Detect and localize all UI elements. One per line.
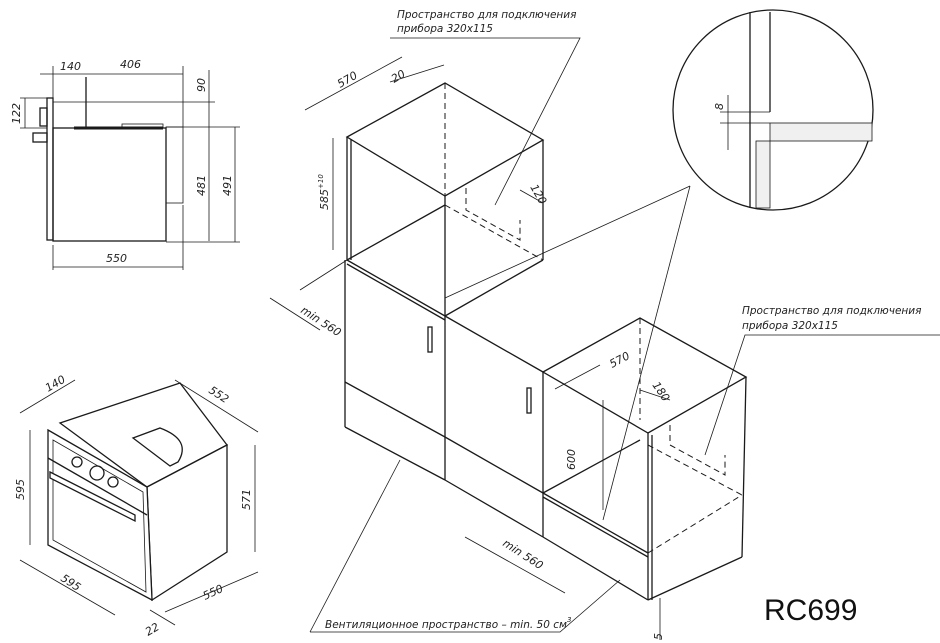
dim-595-width: 595 [58,572,83,594]
dim-552: 552 [206,384,231,406]
model-number: RC699 [764,594,857,627]
oven-isometric-view: 140 552 595 571 595 550 22 [14,373,259,639]
dim-550-side: 550 [106,252,127,265]
dim-481: 481 [195,175,208,196]
dim-120: 120 [527,182,549,207]
dim-550-iso: 550 [201,582,226,603]
dim-22: 22 [143,620,162,638]
oven-side-view: 140 406 90 122 481 491 550 [10,58,240,270]
dim-140-side: 140 [60,60,81,73]
dim-406: 406 [120,58,141,71]
dim-8: 8 [713,103,726,110]
dim-585: 585+10 [317,174,331,210]
dim-571: 571 [240,489,253,510]
dim-595-height: 595 [14,479,27,500]
dim-min560-top: min 560 [298,304,343,340]
dim-491: 491 [221,175,234,196]
dim-90: 90 [195,78,208,92]
connection-space-note-right-line1: Пространство для подключения [742,305,921,317]
connection-space-note-top-line1: Пространство для подключения [397,9,576,21]
connection-space-note-top-line2: прибора 320x115 [397,23,493,35]
cabinet-installation-view: Пространство для подключения прибора 320… [269,9,940,640]
dim-180: 180 [650,379,673,404]
dim-600: 600 [565,449,578,470]
dim-570-right: 570 [607,349,632,370]
dim-122: 122 [10,103,23,124]
dim-5: 5 [652,633,665,640]
dim-min560-bottom: min 560 [500,537,545,573]
connection-space-note-right-line2: прибора 320x115 [742,320,838,332]
detail-view: 8 [672,9,874,211]
dim-570-top: 570 [335,69,360,91]
dim-20: 20 [389,67,408,85]
ventilation-note: Вентиляционное пространство – min. 50 см… [325,616,571,631]
